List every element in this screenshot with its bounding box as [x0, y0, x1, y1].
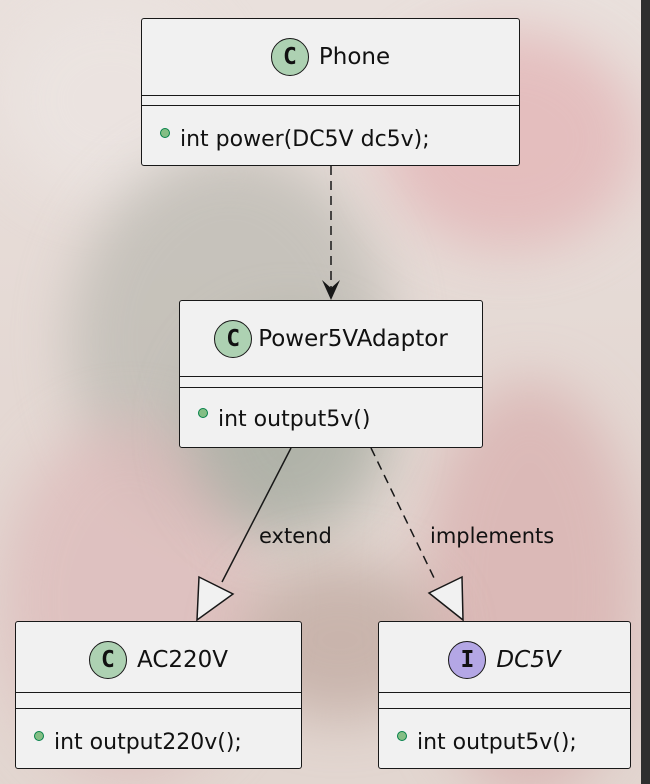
extend-label: extend [259, 524, 332, 548]
separator [142, 105, 519, 106]
class-name: AC220V [136, 647, 229, 673]
window-edge [641, 0, 650, 784]
interface-stereotype-icon: I [448, 641, 487, 679]
class-power5vadaptor[interactable]: C Power5VAdaptor int output5v() [179, 300, 483, 448]
member-text: int output5v() [218, 407, 371, 432]
extend-arrowhead [196, 575, 235, 622]
class-stereotype-icon: C [214, 320, 253, 358]
separator [379, 692, 630, 693]
member-text: int output220v(); [54, 730, 242, 755]
public-method-icon [397, 730, 407, 741]
public-method-icon [160, 127, 170, 138]
class-name: Phone [318, 44, 391, 70]
implements-arrowhead [427, 575, 464, 622]
class-member: int output220v(); [34, 730, 242, 755]
class-stereotype-icon: C [88, 641, 127, 679]
member-text: int power(DC5V dc5v); [180, 127, 430, 152]
class-name: Power5VAdaptor [258, 326, 448, 352]
interface-name: DC5V [496, 647, 561, 673]
separator [142, 95, 519, 96]
dependency-arrowhead [322, 280, 340, 300]
interface-dc5v[interactable]: I DC5V int output5v(); [378, 621, 631, 769]
separator [180, 376, 482, 377]
extend-line [221, 447, 292, 583]
public-method-icon [198, 407, 208, 418]
class-ac220v[interactable]: C AC220V int output220v(); [15, 621, 302, 769]
implements-line [370, 447, 437, 583]
implements-label: implements [430, 524, 555, 548]
class-stereotype-icon: C [270, 38, 309, 76]
separator [16, 708, 301, 709]
separator [16, 692, 301, 693]
separator [379, 708, 630, 709]
separator [180, 387, 482, 388]
public-method-icon [34, 730, 44, 741]
class-member: int power(DC5V dc5v); [160, 127, 430, 152]
class-phone[interactable]: C Phone int power(DC5V dc5v); [141, 18, 520, 166]
member-text: int output5v(); [417, 730, 577, 755]
class-member: int output5v() [198, 407, 370, 432]
interface-member: int output5v(); [397, 730, 577, 755]
